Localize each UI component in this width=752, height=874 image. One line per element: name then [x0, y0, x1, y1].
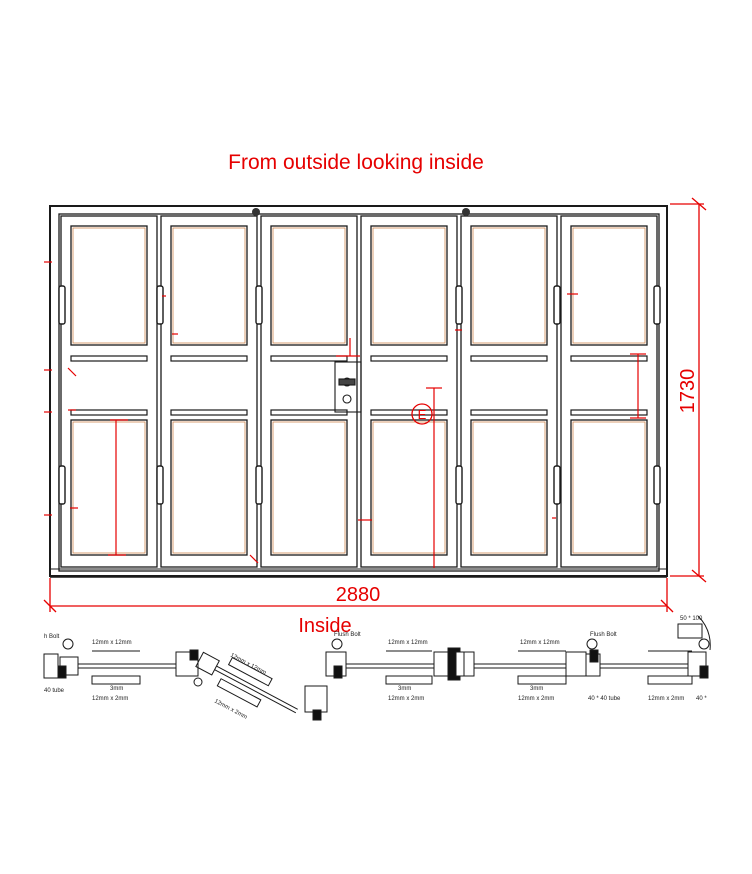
- hinge-icon: [58, 465, 66, 505]
- glass-pane: [70, 225, 148, 346]
- glazing-bead: [272, 227, 346, 344]
- section-note: 12mm x 12mm: [388, 640, 428, 646]
- transom-bar: [470, 409, 548, 416]
- width-dimension-label: 2880: [336, 584, 381, 606]
- glass-pane: [170, 225, 248, 346]
- door-leaf: [260, 215, 358, 568]
- glass-pane: [270, 419, 348, 556]
- glass-pane: [470, 225, 548, 346]
- red-dimension-marks: [44, 261, 646, 568]
- glass-pane: [170, 419, 248, 556]
- hinge-icon: [156, 285, 164, 325]
- glazing-bead: [372, 421, 446, 554]
- outer-frame: [49, 205, 668, 578]
- transom-bar: [170, 355, 248, 362]
- transom-bar: [370, 355, 448, 362]
- hinge-icon: [255, 465, 263, 505]
- door-panels: [60, 215, 658, 568]
- transom-bar: [170, 409, 248, 416]
- glass-pane: [370, 225, 448, 346]
- section-note: 12mm x 12mm: [92, 640, 132, 646]
- transom-bar: [70, 409, 148, 416]
- glazing-bead: [472, 421, 546, 554]
- glass-pane: [70, 419, 148, 556]
- transom-bar: [570, 355, 648, 362]
- glazing-bead: [572, 421, 646, 554]
- hinge-icon: [553, 465, 561, 505]
- door-leaf: [460, 215, 558, 568]
- section-note: Flush Bolt: [334, 632, 361, 638]
- hinge-icon: [455, 465, 463, 505]
- section-note: 12mm x 2mm: [648, 696, 684, 702]
- hinge-icon: [58, 285, 66, 325]
- glazing-bead: [472, 227, 546, 344]
- section-note: 12mm x 2mm: [213, 698, 248, 720]
- transom-bar: [270, 355, 348, 362]
- section-note: 12mm x 12mm: [229, 652, 267, 676]
- height-dimension-label: 1730: [677, 369, 699, 414]
- transom-bar: [570, 409, 648, 416]
- section-note: 12mm x 2mm: [518, 696, 554, 702]
- section-note: 12mm x 2mm: [388, 696, 424, 702]
- glass-pane: [370, 419, 448, 556]
- door-handle: [334, 361, 362, 413]
- glazing-bead: [172, 227, 246, 344]
- section-note: Flush Bolt: [590, 632, 617, 638]
- height-dimension: [670, 197, 707, 583]
- section-note: 3mm: [530, 686, 543, 692]
- glazing-bead: [572, 227, 646, 344]
- top-pivots: [252, 208, 470, 216]
- section-label-inside: Inside: [298, 615, 351, 637]
- drawing-title: From outside looking inside: [228, 151, 484, 174]
- hinges: [58, 285, 661, 505]
- section-note: 12mm x 12mm: [520, 640, 560, 646]
- hinge-icon: [455, 285, 463, 325]
- hinge-icon: [653, 285, 661, 325]
- handle-marker: E: [411, 403, 433, 425]
- glass-pane: [270, 225, 348, 346]
- transom-bar: [370, 409, 448, 416]
- plan-section-detail: [43, 615, 711, 721]
- glazing-bead: [272, 421, 346, 554]
- glazing-bead: [72, 421, 146, 554]
- section-note: 3mm: [398, 686, 411, 692]
- section-note: 40 tube: [44, 688, 65, 694]
- section-note: 40 *: [696, 696, 707, 702]
- door-leaf: [560, 215, 658, 568]
- section-note: 40 * 40 tube: [588, 696, 621, 702]
- section-note: 3mm: [110, 686, 123, 692]
- hinge-icon: [255, 285, 263, 325]
- hinge-icon: [653, 465, 661, 505]
- glazing-bead: [72, 227, 146, 344]
- hinge-icon: [553, 285, 561, 325]
- door-leaf: [360, 215, 458, 568]
- transom-bar: [470, 355, 548, 362]
- section-note: 12mm x 2mm: [92, 696, 128, 702]
- width-dimension: [43, 578, 674, 613]
- glass-pane: [470, 419, 548, 556]
- section-note: h Bolt: [44, 634, 60, 640]
- svg-text:E: E: [418, 407, 427, 422]
- transom-bar: [70, 355, 148, 362]
- section-note: 50 * 100: [680, 616, 703, 622]
- hinge-icon: [156, 465, 164, 505]
- glass-pane: [570, 225, 648, 346]
- door-leaf: [160, 215, 258, 568]
- glazing-bead: [372, 227, 446, 344]
- glass-pane: [570, 419, 648, 556]
- door-leaf: [60, 215, 158, 568]
- glazing-bead: [172, 421, 246, 554]
